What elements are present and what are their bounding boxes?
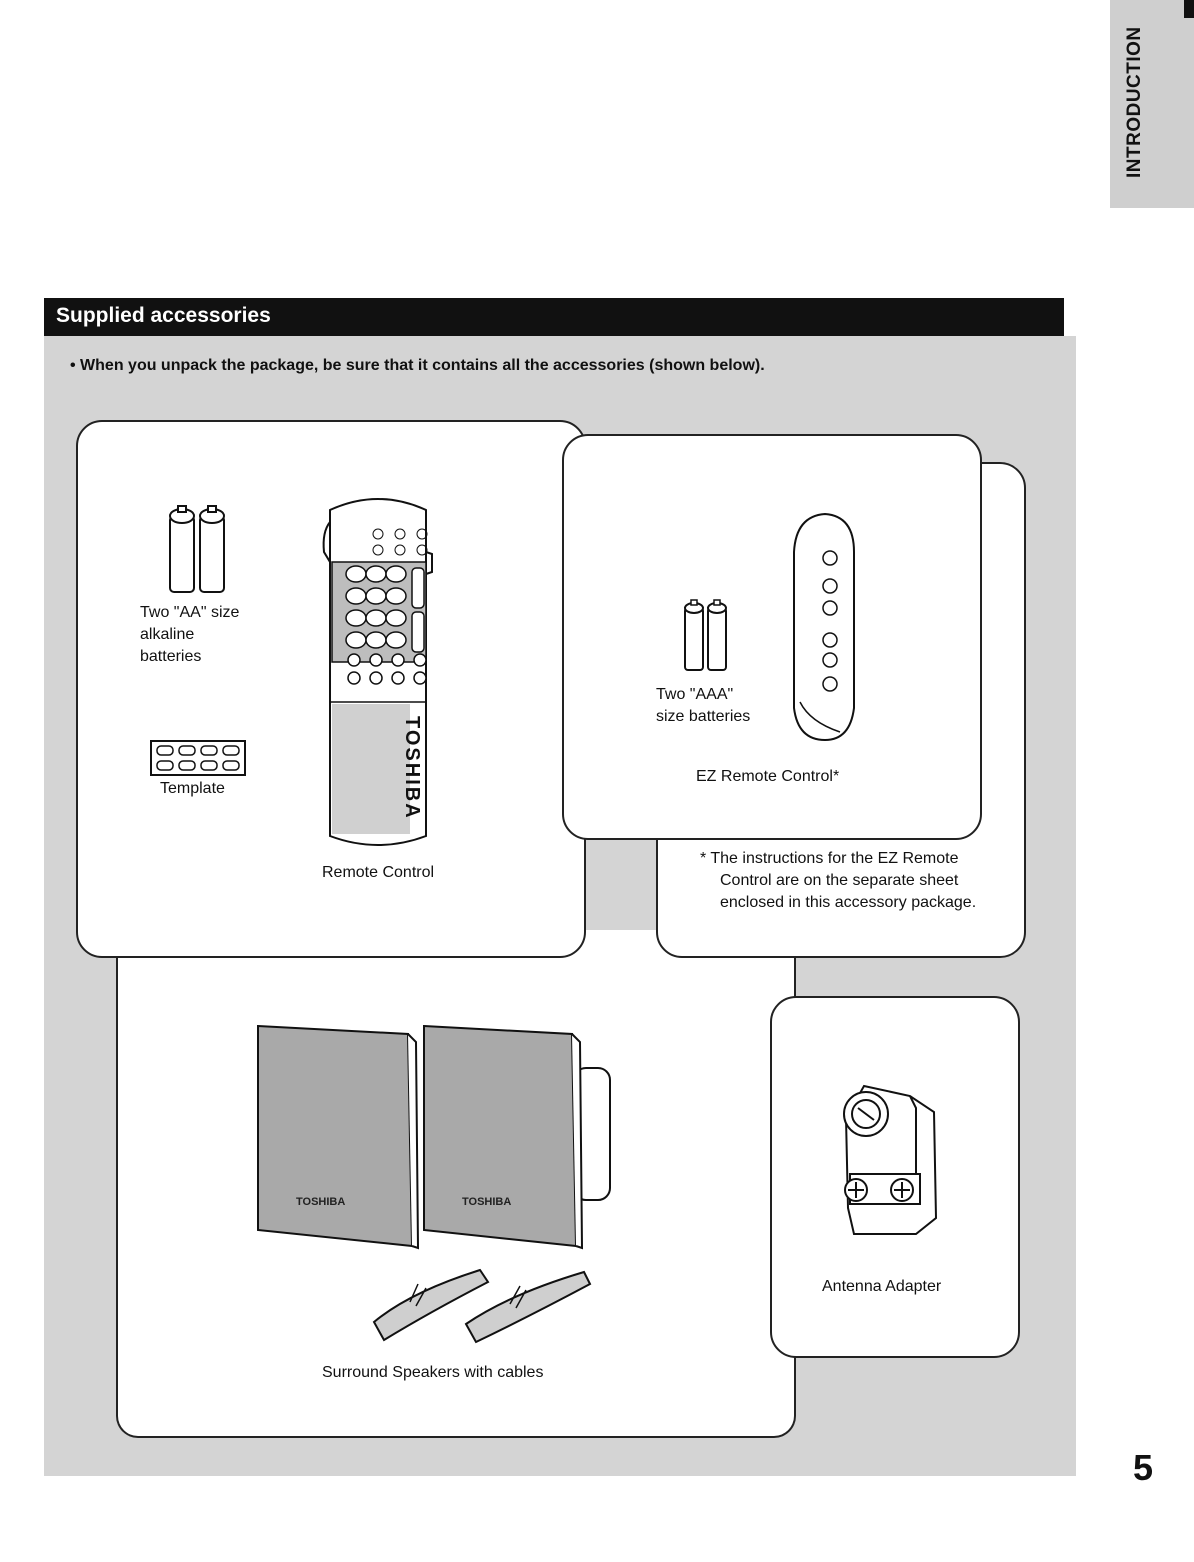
- speaker-right-brand: TOSHIBA: [462, 1196, 512, 1208]
- ez-remote-icon: [793, 512, 855, 742]
- remote-brand-label: TOSHIBA: [401, 716, 423, 820]
- antenna-adapter-icon: [843, 1084, 938, 1235]
- aaa-batteries-label: Two "AAA" size batteries: [656, 686, 751, 725]
- aaa-batteries-icon: [684, 599, 727, 671]
- ez-remote-note: * The instructions for the EZ Remote Con…: [700, 850, 977, 911]
- antenna-adapter-label: Antenna Adapter: [822, 1278, 942, 1295]
- section-header: Supplied accessories: [44, 298, 1064, 336]
- template-icon: [150, 740, 246, 776]
- aa-batteries-icon: [169, 505, 225, 593]
- ez-remote-label: EZ Remote Control*: [696, 768, 840, 785]
- remote-control-label: Remote Control: [322, 864, 435, 881]
- speakers-label: Surround Speakers with cables: [322, 1364, 544, 1381]
- aa-batteries-label: Two "AA" size alkaline batteries: [140, 604, 240, 665]
- ez-remote-box: [562, 434, 982, 840]
- section-title: Supplied accessories: [56, 304, 271, 327]
- section-tab-label: INTRODUCTION: [1124, 26, 1145, 178]
- template-label: Template: [160, 780, 225, 797]
- tab-marker: [1184, 0, 1194, 18]
- page-number: 5: [1133, 1447, 1154, 1488]
- speaker-left-brand: TOSHIBA: [296, 1196, 346, 1208]
- section-tab: INTRODUCTION: [1110, 0, 1194, 208]
- speaker-cables-icon: [372, 1268, 592, 1344]
- remote-control-icon: [322, 498, 433, 846]
- surround-speakers-icon: [257, 1024, 611, 1250]
- unpack-instruction: • When you unpack the package, be sure t…: [70, 357, 765, 374]
